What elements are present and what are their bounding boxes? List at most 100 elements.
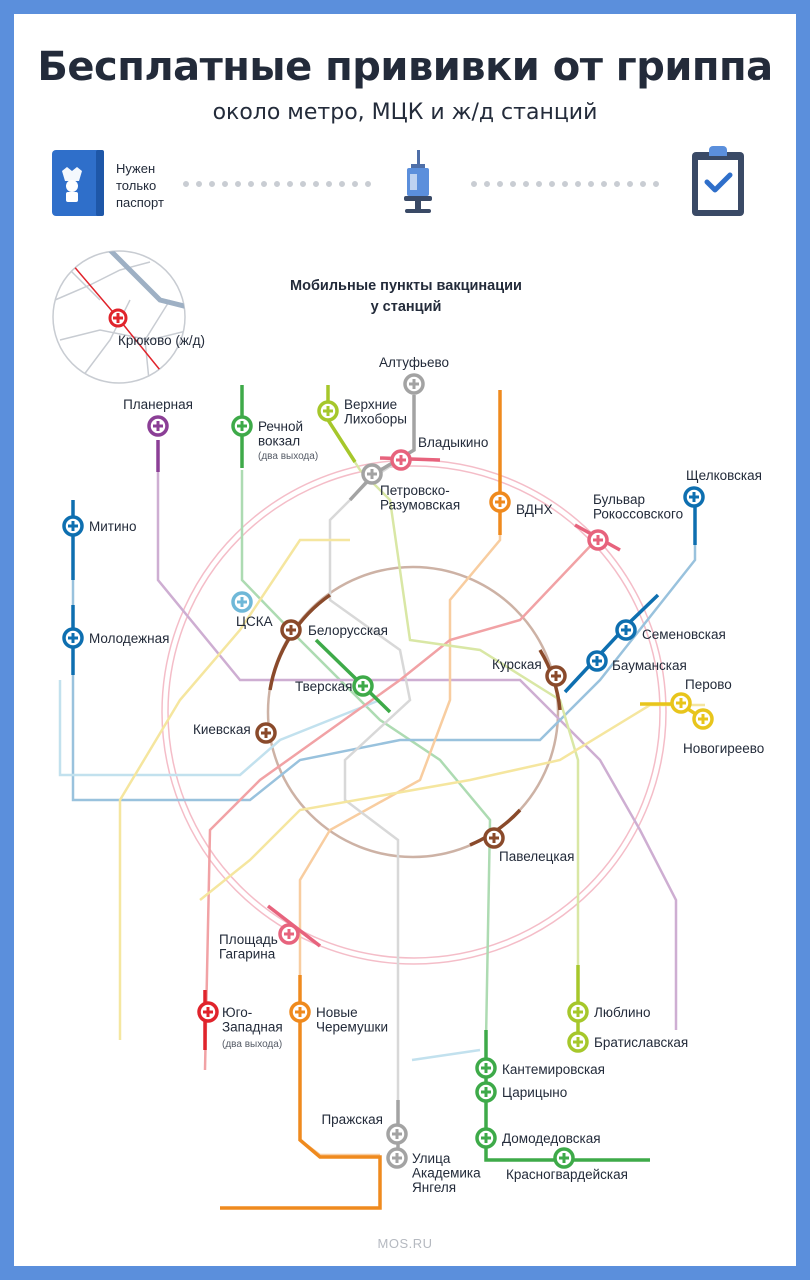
vaccination-point-icon — [386, 1123, 408, 1145]
station-kurskaya: Курская — [492, 657, 567, 687]
station-label: Щелковская — [686, 468, 762, 483]
vaccination-point-icon — [553, 1147, 575, 1169]
station-label: Митино — [89, 519, 136, 534]
vaccination-point-icon — [317, 400, 339, 422]
passport-icon — [52, 150, 104, 216]
vaccination-point-icon — [670, 692, 692, 714]
vaccination-point-icon — [483, 827, 505, 849]
station-label: ЦСКА — [236, 614, 273, 629]
vaccination-point-icon — [475, 1127, 497, 1149]
station-label: Владыкино — [418, 435, 488, 450]
station-planernaya: Планерная — [123, 397, 193, 437]
inset-map: Крюково (ж/д) — [52, 250, 205, 384]
vaccination-point-icon — [280, 619, 302, 641]
station-krasnogvardeyskaya: Красногвардейская — [506, 1147, 628, 1182]
two-exits-note: (два выхода) — [222, 1039, 282, 1050]
vaccination-point-icon — [231, 415, 253, 437]
vaccination-point-icon — [615, 619, 637, 641]
station-altufyevo: Алтуфьево — [379, 355, 449, 395]
passport-note-line: паспорт — [116, 195, 164, 210]
station-label: Павелецкая — [499, 849, 574, 864]
vaccination-point-icon — [683, 486, 705, 508]
station-paveletskaya: Павелецкая — [483, 827, 574, 864]
station-label: Братиславская — [594, 1035, 688, 1050]
page-title: Бесплатные прививки от гриппа — [37, 44, 773, 90]
vaccination-point-icon — [289, 1001, 311, 1023]
syringe-icon — [404, 150, 432, 213]
station-baumanskaya: Бауманская — [586, 650, 687, 673]
inset-station-label: Крюково (ж/д) — [118, 333, 205, 348]
page-subtitle: около метро, МЦК и ж/д станций — [212, 100, 598, 125]
vaccination-point-icon — [390, 449, 412, 471]
passport-note-line: только — [116, 178, 157, 193]
station-tverskaya: Тверская — [295, 675, 374, 697]
station-label: Царицыно — [502, 1085, 567, 1100]
station-label: Курская — [492, 657, 542, 672]
vaccination-point-icon — [475, 1081, 497, 1103]
vaccination-point-icon — [255, 722, 277, 744]
vaccination-point-icon — [586, 650, 608, 672]
station-label: Домодедовская — [502, 1131, 601, 1146]
station-lyublino: Люблино — [567, 1001, 651, 1023]
station-prazhskaya: Пражская — [321, 1112, 408, 1145]
station-yugo-zapadnaya: Юго-Западная (два выхода) — [197, 1001, 283, 1050]
station-vladykino: Владыкино — [390, 435, 488, 471]
vaccination-point-icon — [147, 415, 169, 437]
passport-note: Нужен только паспорт — [116, 160, 164, 211]
vaccination-point-icon — [231, 591, 253, 613]
station-label: Белорусская — [308, 623, 388, 638]
vaccination-point-icon — [567, 1001, 589, 1023]
vaccination-point-icon — [62, 515, 84, 537]
station-kievskaya: Киевская — [193, 722, 277, 744]
station-label: Люблино — [594, 1005, 651, 1020]
vaccination-point-icon — [386, 1147, 408, 1169]
station-label: Молодежная — [89, 631, 169, 646]
station-label: Новогиреево — [683, 741, 764, 756]
vaccination-point-icon — [352, 675, 374, 697]
station-belorusskaya: Белорусская — [280, 619, 388, 641]
station-mitino: Митино — [62, 515, 136, 537]
station-petrovsko-razumovskaya: Петровско-Разумовская — [361, 463, 460, 513]
station-label: Петровско-Разумовская — [380, 483, 460, 513]
vaccination-point-icon — [197, 1001, 219, 1023]
station-marker — [108, 308, 128, 328]
station-vdnkh: ВДНХ — [489, 491, 553, 517]
station-novogireevo: Новогиреево — [683, 708, 764, 756]
station-label: Красногвардейская — [506, 1167, 628, 1182]
vaccination-point-icon — [278, 923, 300, 945]
station-label: Кантемировская — [502, 1062, 605, 1077]
two-exits-note: (два выхода) — [258, 451, 318, 462]
station-label: Тверская — [295, 679, 352, 694]
map-section-title: Мобильные пункты вакцинации у станций — [290, 278, 522, 315]
metro-map: Крюково (ж/д) — [52, 146, 764, 1210]
source-credit: MOS.RU — [377, 1236, 433, 1251]
station-label: Киевская — [193, 722, 251, 737]
station-molodezhnaya: Молодежная — [62, 627, 169, 649]
vaccination-point-icon — [62, 627, 84, 649]
vaccination-point-icon — [489, 491, 511, 513]
station-tsska: ЦСКА — [231, 591, 273, 629]
vaccination-point-icon — [475, 1057, 497, 1079]
station-perovo: Перово — [670, 677, 732, 714]
station-shchelkovskaya: Щелковская — [683, 468, 762, 508]
station-label: ВДНХ — [516, 502, 553, 517]
station-label: Перово — [685, 677, 732, 692]
vaccination-point-icon — [403, 373, 425, 395]
station-label: Семеновская — [642, 627, 726, 642]
station-label: Юго-Западная — [222, 1005, 283, 1035]
station-label: Бауманская — [612, 658, 687, 673]
station-tsaritsyno: Царицыно — [475, 1081, 567, 1103]
vaccination-point-icon — [545, 665, 567, 687]
station-kantemirovskaya: Кантемировская — [475, 1057, 605, 1079]
